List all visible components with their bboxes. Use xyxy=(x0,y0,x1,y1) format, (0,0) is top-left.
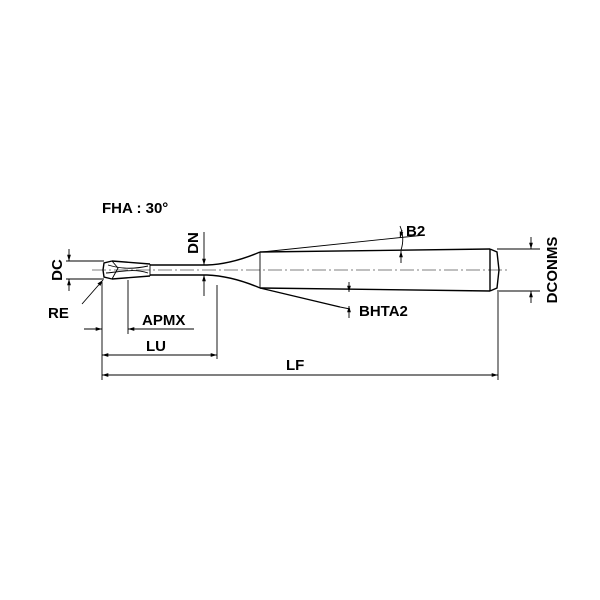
tool-outline xyxy=(102,248,500,308)
lu-dimension: LU xyxy=(101,285,218,359)
apmx-label: APMX xyxy=(142,312,185,329)
bhta2-dimension: BHTA2 xyxy=(339,282,408,320)
lf-dimension: LF xyxy=(101,292,499,380)
dc-label: DC xyxy=(49,259,66,281)
shank-bottom xyxy=(259,287,491,292)
b2-arrow-top xyxy=(399,229,404,239)
dconms-label: DCONMS xyxy=(544,237,561,304)
dn-label: DN xyxy=(185,232,202,254)
fha-label: FHA : 30° xyxy=(102,200,168,217)
dn-dimension: DN xyxy=(185,232,206,296)
taper-bottom xyxy=(259,287,341,308)
dc-dimension: DC xyxy=(49,249,104,291)
re-label: RE xyxy=(48,305,69,322)
neck-fillet-top xyxy=(206,251,261,266)
b2-label: B2 xyxy=(406,223,425,240)
flute-bottom xyxy=(111,275,151,280)
re-leader xyxy=(81,279,104,305)
flute-top xyxy=(111,260,151,265)
cutting-tip xyxy=(102,260,113,280)
lf-label: LF xyxy=(286,357,304,374)
flute-edge-2 xyxy=(105,270,149,274)
flute-edge-1 xyxy=(107,264,149,269)
taper-top xyxy=(259,248,491,253)
dconms-dimension: DCONMS xyxy=(497,237,561,304)
re-dimension: RE xyxy=(48,279,104,322)
neck-fillet-bottom xyxy=(206,274,261,289)
b2-arc xyxy=(399,225,404,251)
bhta2-ref-line xyxy=(339,306,351,310)
b2-dimension: B2 xyxy=(261,223,426,263)
b2-ref-line xyxy=(261,234,426,253)
lu-label: LU xyxy=(146,338,166,355)
apmx-dimension: APMX xyxy=(84,280,194,334)
flute-edge-3 xyxy=(111,260,119,280)
shank-chamfer xyxy=(489,248,500,292)
bhta2-label: BHTA2 xyxy=(359,303,408,320)
